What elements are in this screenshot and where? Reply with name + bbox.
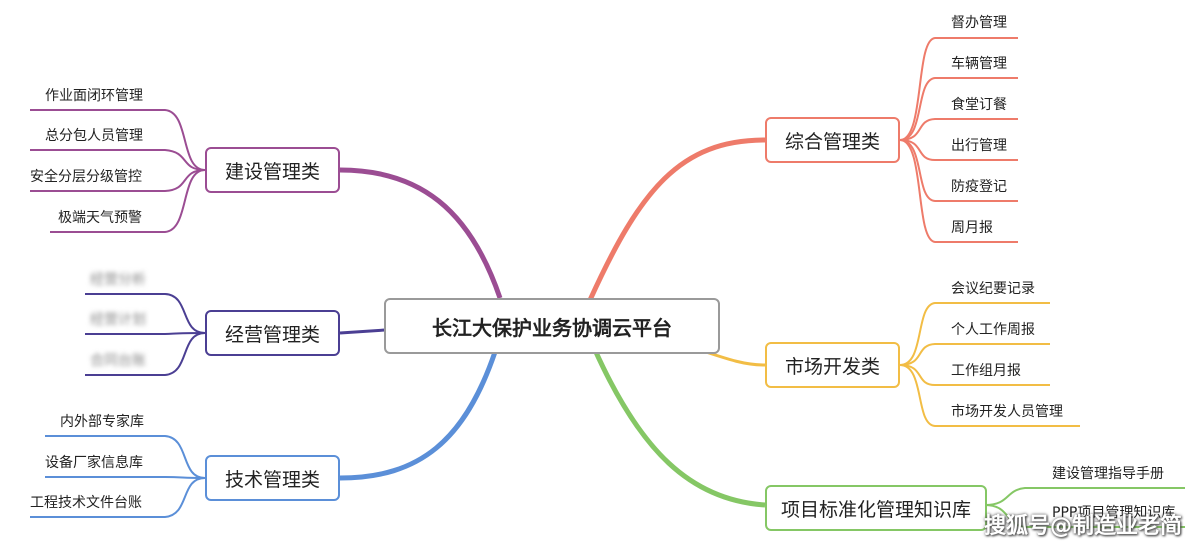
leaf-item: 设备厂家信息库	[45, 455, 143, 471]
leaf-line	[85, 332, 206, 335]
leaf-item: 个人工作周报	[951, 322, 1035, 338]
leaf-line	[899, 364, 1080, 427]
curve-zonghe	[587, 137, 766, 302]
leaf-item: 市场开发人员管理	[951, 404, 1063, 420]
branch-jingying: 经营管理类	[205, 310, 340, 356]
leaf-item: 出行管理	[951, 138, 1007, 154]
leaf-item: 工作组月报	[951, 363, 1021, 379]
leaf-item: 会议纪要记录	[951, 281, 1035, 297]
leaf-line	[50, 169, 206, 233]
leaf-line	[984, 504, 1185, 528]
leaf-item: 食堂订餐	[951, 97, 1007, 113]
leaf-line	[30, 169, 206, 192]
leaf-line	[899, 364, 1050, 386]
leaf-line	[899, 139, 1018, 161]
leaf-item-blurred: 经营计划	[90, 312, 146, 328]
leaf-item: 建设管理指导手册	[1052, 466, 1164, 482]
leaf-line	[30, 477, 206, 518]
leaf-line	[899, 139, 1018, 243]
branch-jishu: 技术管理类	[205, 455, 340, 501]
curve-xiangmu	[592, 348, 766, 508]
center-node: 长江大保护业务协调云平台	[384, 298, 720, 354]
leaf-item: 安全分层分级管控	[30, 169, 142, 185]
leaf-line	[899, 37, 1018, 141]
leaf-line	[984, 487, 1185, 506]
branch-xiangmu: 项目标准化管理知识库	[765, 485, 987, 531]
leaf-line	[899, 343, 1050, 366]
leaf-item: 总分包人员管理	[45, 128, 143, 144]
leaf-line	[85, 332, 206, 376]
leaf-item: 督办管理	[951, 15, 1007, 31]
leaf-item-blurred: 合同台账	[90, 353, 146, 369]
branch-shichang: 市场开发类	[765, 342, 900, 388]
leaf-line	[85, 293, 206, 334]
leaf-item: 极端天气预警	[58, 210, 142, 226]
branch-zonghe: 综合管理类	[765, 117, 900, 163]
branch-jianshe: 建设管理类	[205, 147, 340, 193]
leaf-item: 内外部专家库	[60, 414, 144, 430]
leaf-item: 工程技术文件台账	[30, 495, 142, 511]
leaf-line	[899, 77, 1018, 141]
leaf-line	[45, 435, 206, 479]
leaf-line	[899, 118, 1018, 141]
leaf-item: 作业面闭环管理	[45, 88, 143, 104]
leaf-item: 防疫登记	[951, 179, 1007, 195]
curve-jishu	[339, 351, 498, 481]
leaf-line	[45, 476, 206, 479]
watermark: 搜狐号@制造业老简	[983, 514, 1182, 539]
curve-jingying	[339, 328, 386, 335]
leaf-item-blurred: 经营分析	[90, 272, 146, 288]
leaf-item: 周月报	[951, 220, 993, 236]
leaf-line	[30, 149, 206, 171]
leaf-line	[30, 109, 206, 171]
leaf-item: PPP项目管理知识库	[1052, 505, 1176, 521]
leaf-line	[899, 302, 1050, 366]
leaf-item: 车辆管理	[951, 56, 1007, 72]
curve-jianshe	[339, 167, 503, 299]
